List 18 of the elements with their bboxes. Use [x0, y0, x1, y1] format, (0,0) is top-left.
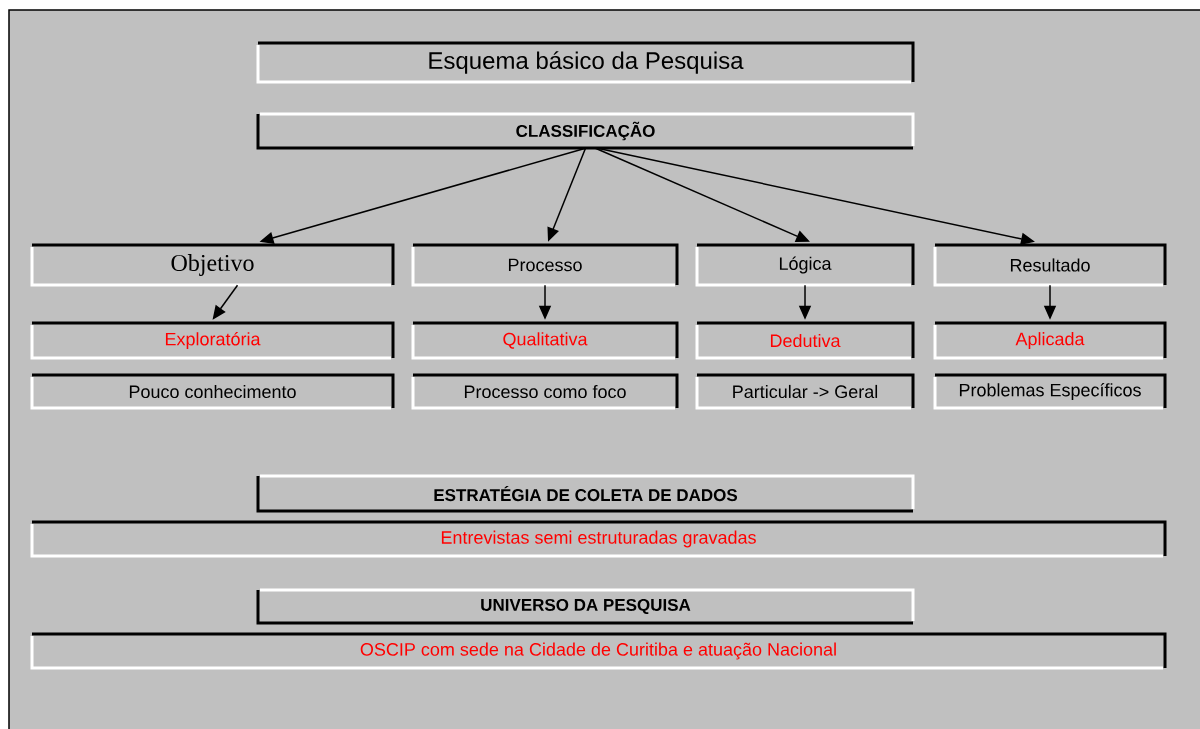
text-box: Pouco conhecimento: [30, 373, 395, 410]
text-box: Qualitativa: [411, 321, 679, 360]
text-box: OSCIP com sede na Cidade de Curitiba e atuação Nacional: [30, 632, 1167, 670]
text-box: Aplicada: [933, 321, 1167, 360]
text-box: Particular -> Geral: [695, 373, 915, 410]
text-box: Esquema básico da Pesquisa: [256, 41, 915, 84]
text-box: Lógica: [695, 243, 915, 287]
text-box: Entrevistas semi estruturadas gravadas: [30, 520, 1167, 558]
text-box: Processo como foco: [411, 373, 679, 410]
text-box: Dedutiva: [695, 321, 915, 360]
text-box: Exploratória: [30, 321, 395, 360]
text-box: ESTRATÉGIA DE COLETA DE DADOS: [256, 474, 915, 513]
text-box: CLASSIFICAÇÃO: [256, 112, 915, 150]
text-box: Resultado: [933, 243, 1167, 287]
text-box: UNIVERSO DA PESQUISA: [256, 588, 915, 625]
text-box: Objetivo: [30, 243, 395, 287]
text-box: Processo: [411, 243, 679, 287]
text-box: Problemas Específicos: [933, 373, 1167, 410]
